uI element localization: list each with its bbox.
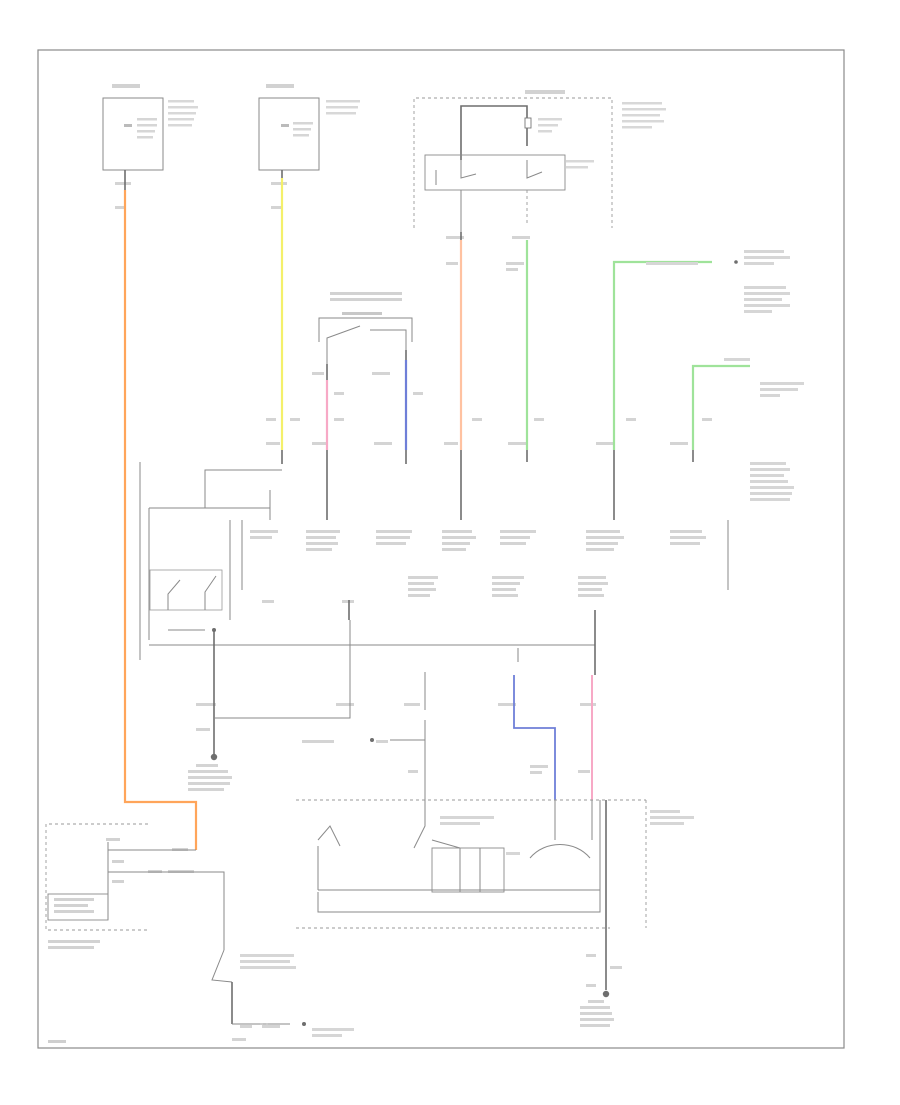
ground-symbol xyxy=(210,753,218,761)
wire-green-right-lower xyxy=(691,364,750,450)
wire-orange xyxy=(123,190,198,850)
fuse-box-left xyxy=(102,84,198,171)
terminal-dot xyxy=(212,628,216,632)
relay-module-top xyxy=(413,90,666,232)
fuse-box-center-left xyxy=(258,84,360,171)
wire-blue-lower xyxy=(513,675,556,800)
terminal-dot xyxy=(370,738,374,742)
black-wires xyxy=(45,170,804,1043)
fuse-symbol xyxy=(124,124,132,127)
fuse-symbol xyxy=(281,124,289,127)
diagram-frame xyxy=(37,49,845,1049)
ground-symbol xyxy=(602,990,610,998)
module-pin-labels xyxy=(188,530,706,1027)
terminal-dot xyxy=(302,1022,306,1026)
wire-green-right-top xyxy=(612,260,712,450)
terminal-dot xyxy=(734,260,738,264)
